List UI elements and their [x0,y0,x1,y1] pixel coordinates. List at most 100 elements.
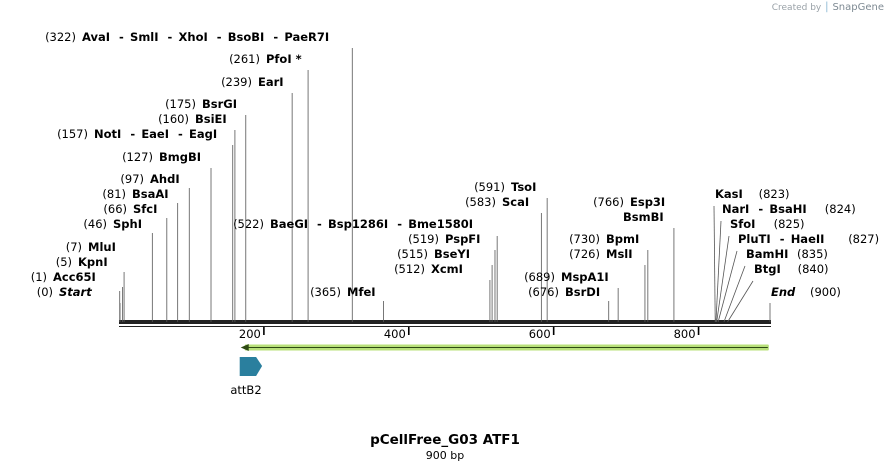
site-pos-msli: (726) [569,247,600,261]
map-subtitle: 900 bp [425,449,465,462]
site-pos-bmgbi: (127) [122,150,153,164]
feature-attb2-arrow [239,357,263,376]
site-pos-bamhi: (835) [797,247,828,261]
site-pos-pspfi: (519) [408,232,439,246]
site-pos-xcmi: (512) [394,262,425,276]
site-name-bsahi: BsaHI [769,202,806,216]
site-pos-kasi: (823) [759,187,790,201]
site-name-eaei: EaeI [141,127,169,141]
ruler-label-400: 400 [384,327,406,341]
site-pos-ahdi: (97) [120,172,144,186]
site-name-pfoi: PfoI * [266,52,302,66]
site-name-smli: SmlI [130,30,159,44]
site-name-bsrgi: BsrGI [202,97,237,111]
site-separator: - [397,217,402,231]
site-name-esp3i: Esp3I [630,195,665,209]
site-name-bamhi: BamHI [746,247,788,261]
site-pos-tsoi: (591) [474,180,505,194]
site-pos-sfoi: (825) [774,217,805,231]
site-separator: - [119,30,124,44]
site-name-pluti: PluTI [738,232,771,246]
site-pos-acc65i: (1) [31,270,47,284]
site-pos-pfoi: (261) [229,52,260,66]
site-name-bseyi: BseYI [434,247,470,261]
site-name-start: Start [59,285,92,299]
site-line-sfoi [716,235,730,323]
site-pos-start: (0) [37,285,53,299]
site-line-kasi [713,205,716,323]
site-name-noti: NotI [94,127,121,141]
site-pos-bsiei: (160) [158,112,189,126]
backbone [119,320,771,324]
site-name-mlui: MluI [88,240,116,254]
site-pos-scai: (583) [465,195,496,209]
site-name-bsaai: BsaAI [132,187,169,201]
site-name-tsoi: TsoI [511,180,536,194]
site-name-kpni: KpnI [78,255,108,269]
site-pos-btgi: (840) [798,262,829,276]
site-pos-baegi: (522) [233,217,264,231]
site-name-pspfi: PspFI [445,232,480,246]
site-name-sphi: SphI [113,217,142,231]
site-name-eari: EarI [258,75,284,89]
site-pos-bsrgi: (175) [165,97,196,111]
site-pos-mspa1i: (689) [524,270,555,284]
site-name-bsiei: BsiEI [195,112,227,126]
site-name-bmgbi: BmgBI [159,150,201,164]
site-name-nari: NarI [722,202,749,216]
site-pos-sphi: (46) [83,217,107,231]
snapgene-logo-icon: │ [824,3,830,13]
site-name-bsrdi: BsrDI [565,285,600,299]
map-title: pCellFree_G03 ATF1 [370,432,520,448]
site-name-ahdi: AhdI [150,172,180,186]
ruler-label-600: 600 [529,327,551,341]
feature-label-attb2: attB2 [230,383,262,397]
site-name-sfoi: SfoI [730,217,755,231]
site-separator: - [217,30,222,44]
orf-arrow-head [240,344,249,351]
site-separator: - [317,217,322,231]
site-pos-sfci: (66) [103,202,127,216]
site-pos-bsaai: (81) [102,187,126,201]
ruler-label-800: 800 [674,327,696,341]
site-pos-eari: (239) [221,75,252,89]
site-pos-bsrdi: (676) [528,285,559,299]
site-pos-pluti: (827) [848,232,879,246]
site-name-eagi: EagI [189,127,217,141]
site-pos-nari: (824) [825,202,856,216]
site-name-btgi: BtgI [754,262,781,276]
site-name-sfci: SfcI [133,202,157,216]
site-pos-mfei: (365) [310,285,341,299]
site-pos-noti: (157) [57,127,88,141]
site-pos-bpmi: (730) [569,232,600,246]
site-name-haeii: HaeII [791,232,825,246]
site-line-bamhi [723,265,746,323]
site-line-pluti [717,250,738,323]
site-name-kasi: KasI [715,187,743,201]
site-pos-mlui: (7) [66,240,82,254]
snapgene-credit: Created by │ SnapGene [772,2,884,13]
site-name-end: End [771,285,796,299]
site-pos-end: (900) [810,285,841,299]
site-name-bsp1286i: Bsp1286I [328,217,388,231]
site-separator: - [780,232,785,246]
site-name-xhoi: XhoI [179,30,208,44]
ruler-label-200: 200 [239,327,261,341]
site-name-bme1580i: Bme1580I [408,217,473,231]
site-name-xcmi: XcmI [431,262,463,276]
site-line-btgi [727,280,754,323]
site-name-bpmi: BpmI [606,232,639,246]
site-separator: - [758,202,763,216]
site-name-paer7i: PaeR7I [284,30,329,44]
site-pos-kpni: (5) [56,255,72,269]
site-name-avai: AvaI [82,30,110,44]
site-separator: - [130,127,135,141]
site-name-acc65i: Acc65I [53,270,96,284]
site-name-baegi: BaeGI [270,217,308,231]
site-name-mfei: MfeI [347,285,376,299]
site-pos-avai: (322) [45,30,76,44]
site-separator: - [168,30,173,44]
site-line-nari [715,220,722,323]
credit-prefix: Created by [771,3,822,13]
